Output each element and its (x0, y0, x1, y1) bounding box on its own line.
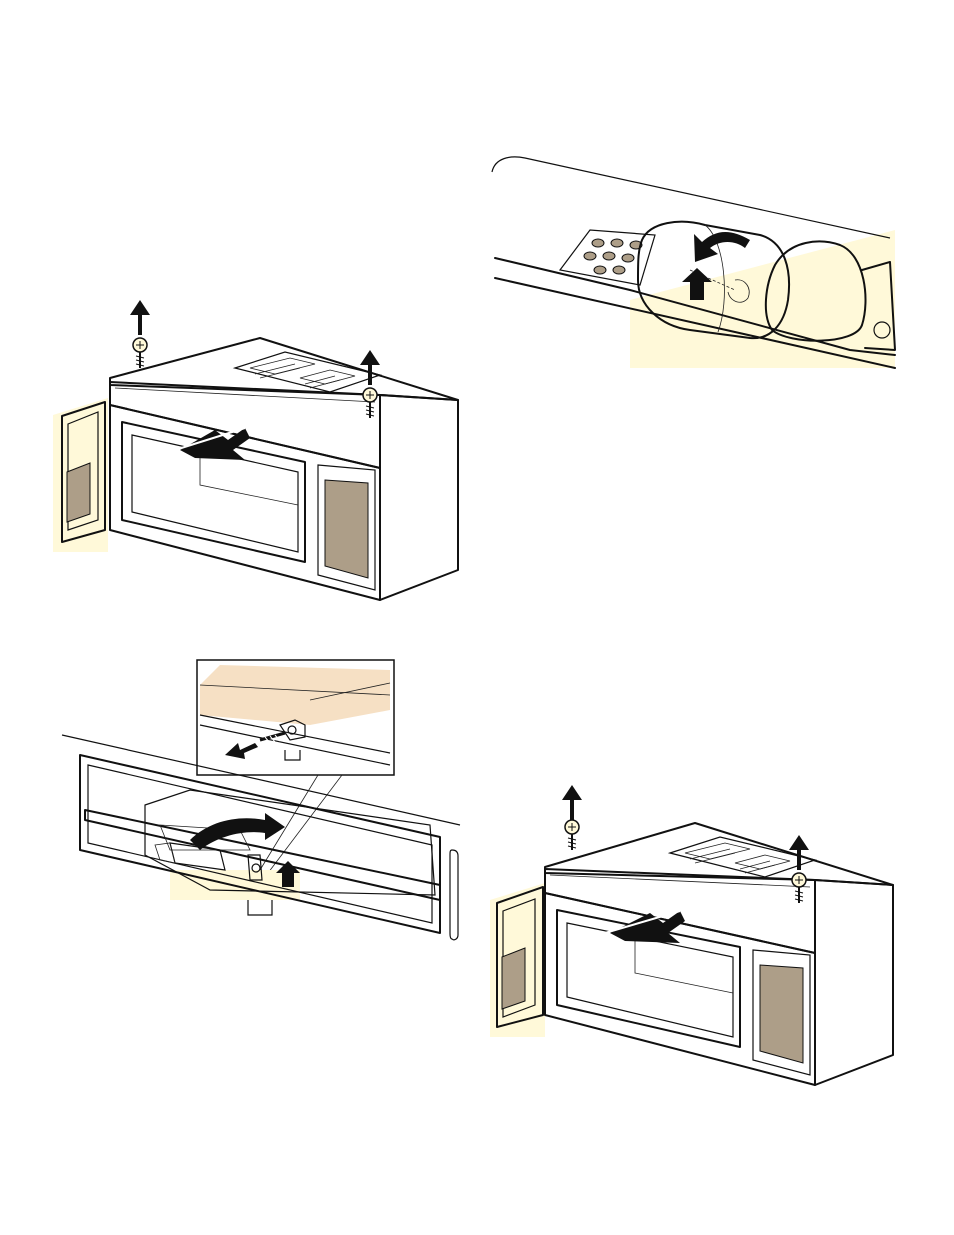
screw-left-icon-2 (562, 785, 582, 850)
bulb-illustration (490, 150, 900, 375)
microwave-illustration-1 (50, 290, 470, 610)
fig-cooktop-lamp-cover (60, 655, 470, 955)
screw-right-icon (360, 350, 380, 418)
screw-left-icon (130, 300, 150, 368)
pull-arrow-2 (610, 911, 685, 943)
rotate-arrow-icon (694, 232, 750, 262)
fig-bulb-closeup (490, 150, 900, 375)
lamp-cover-illustration (60, 655, 470, 955)
fig-microwave-top-left (50, 290, 470, 610)
microwave-illustration-2 (485, 775, 905, 1095)
fig-microwave-bottom-right (485, 775, 905, 1095)
tilt-arrow-icon (190, 813, 285, 850)
screw-right-icon-2 (789, 835, 809, 903)
pull-arrow (180, 428, 250, 460)
